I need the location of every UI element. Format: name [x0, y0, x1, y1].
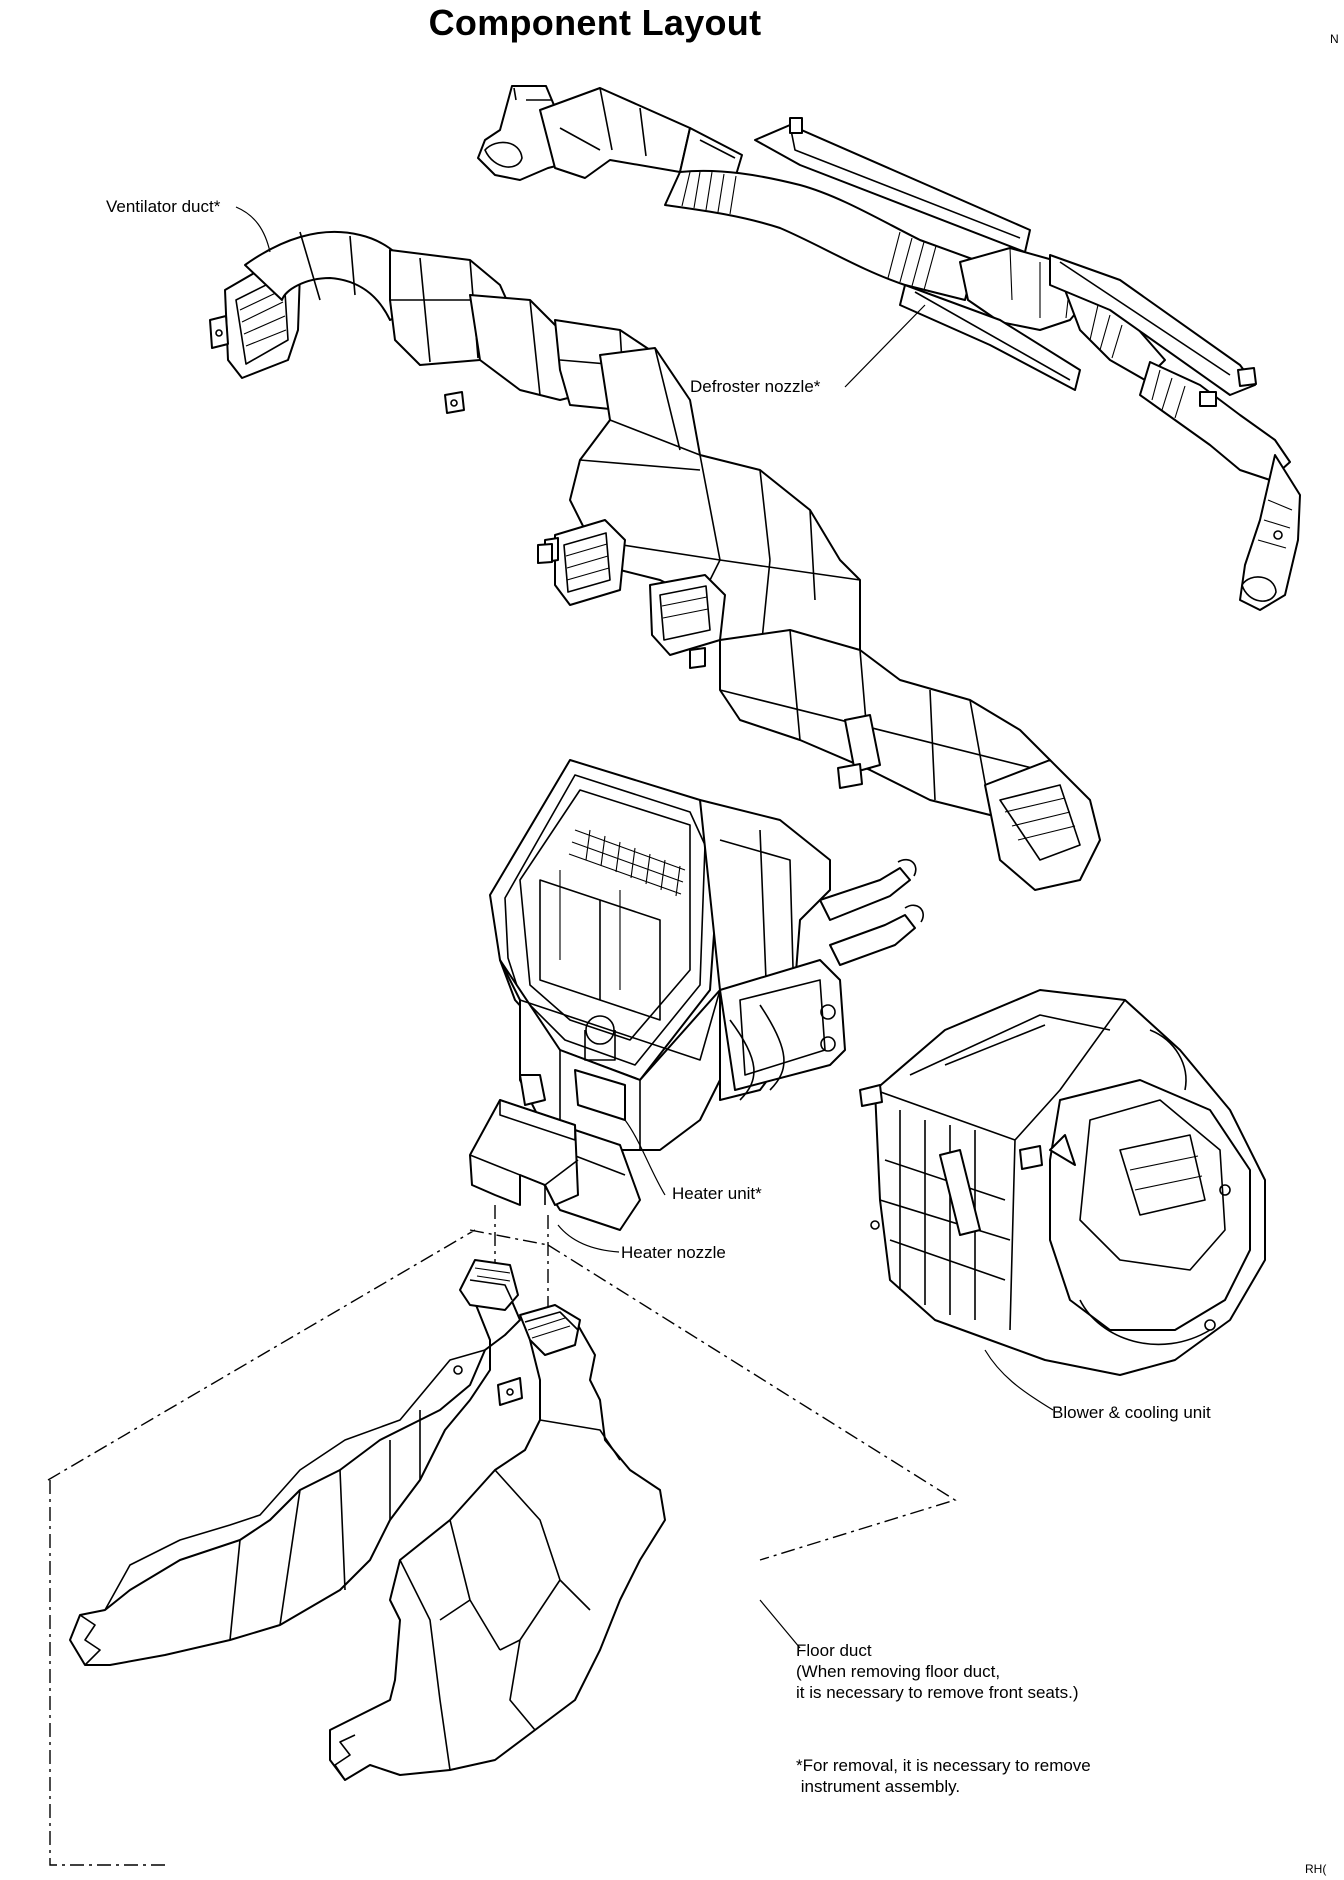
floor-duct: [69, 1259, 666, 1781]
defroster-nozzle: [477, 85, 1301, 611]
removal-footnote-line-1: *For removal, it is necessary to remove: [796, 1756, 1091, 1775]
page-title: Component Layout: [428, 2, 762, 43]
removal-footnote: *For removal, it is necessary to remove …: [796, 1755, 1091, 1797]
floor-duct-boundary: [47, 1229, 957, 1866]
defroster-nozzle-label: Defroster nozzle*: [690, 377, 821, 396]
ventilator-duct-label: Ventilator duct*: [106, 197, 221, 216]
floor-duct-title: Floor duct: [796, 1641, 872, 1660]
page-corner-code: N: [1330, 32, 1339, 46]
leader-lines: [235, 206, 1054, 1649]
blower-cooling-unit: [859, 989, 1266, 1376]
heater-nozzle-label: Heater nozzle: [621, 1243, 726, 1262]
page-footer-code: RH(: [1305, 1862, 1327, 1876]
heater-unit-label: Heater unit*: [672, 1184, 762, 1203]
blower-cooling-unit-label: Blower & cooling unit: [1052, 1403, 1211, 1422]
floor-duct-note-1: (When removing floor duct,: [796, 1662, 1001, 1681]
removal-footnote-line-2: instrument assembly.: [796, 1777, 961, 1796]
floor-duct-label: Floor duct (When removing floor duct, it…: [796, 1640, 1079, 1703]
ventilator-duct: [209, 230, 1101, 891]
heater-nozzle: [469, 1099, 579, 1330]
floor-duct-note-2: it is necessary to remove front seats.): [796, 1683, 1079, 1702]
heater-unit: [489, 759, 924, 1231]
